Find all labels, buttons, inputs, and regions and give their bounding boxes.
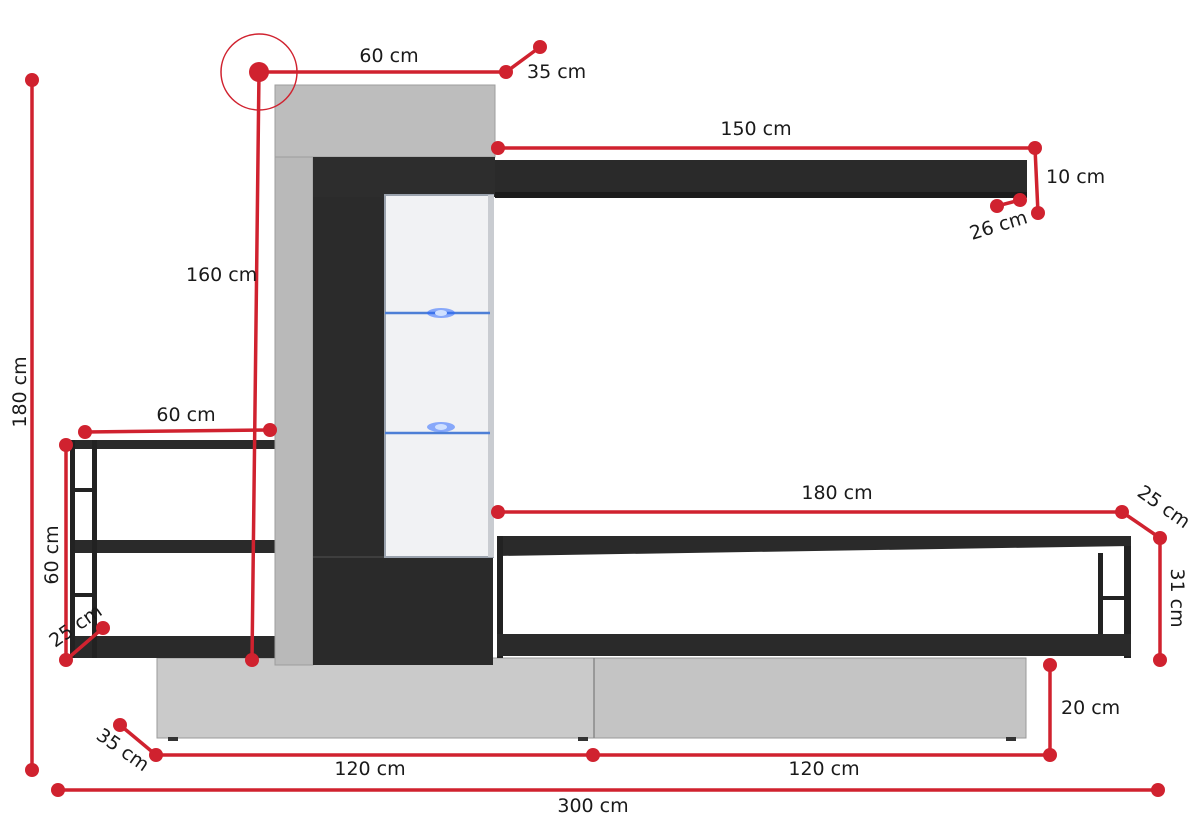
label-base-height: 20 cm (1061, 697, 1120, 719)
label-tower-depth: 35 cm (527, 61, 586, 83)
label-left-shelf-height: 60 cm (41, 525, 63, 584)
base-foot (578, 737, 588, 741)
wall-shelf (495, 160, 1027, 198)
tower-cabinet (274, 84, 496, 666)
label-wall-shelf-height: 10 cm (1046, 166, 1105, 188)
label-tv-bench-width: 180 cm (801, 482, 872, 504)
furniture (70, 84, 1131, 741)
base-foot (168, 737, 178, 741)
label-tower-width: 60 cm (359, 45, 418, 67)
label-base-depth: 35 cm (92, 724, 153, 776)
left-open-shelf (70, 440, 275, 658)
dimension-lines (25, 33, 1167, 797)
label-total-width: 300 cm (557, 795, 628, 817)
label-tv-bench-height: 31 cm (1166, 568, 1188, 627)
label-base-right-width: 120 cm (788, 758, 859, 780)
label-base-left-width: 120 cm (334, 758, 405, 780)
base-foot (1006, 737, 1016, 741)
label-total-height: 180 cm (9, 356, 31, 427)
glass-vitrine (384, 194, 494, 558)
tv-bench (497, 536, 1131, 658)
label-left-shelf-width: 60 cm (156, 404, 215, 426)
base-box-left (156, 657, 595, 739)
label-tower-height: 160 cm (186, 264, 257, 286)
label-wall-shelf-width: 150 cm (720, 118, 791, 140)
base-box-right (593, 657, 1027, 739)
